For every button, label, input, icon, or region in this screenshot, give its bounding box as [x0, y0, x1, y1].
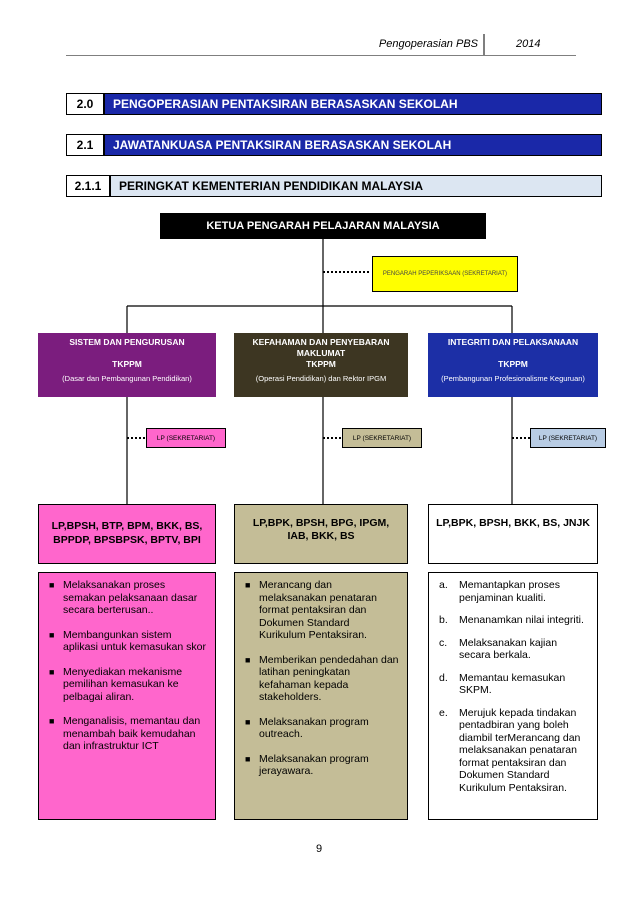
column-sub: TKPPM	[112, 359, 142, 369]
bullet-square-icon: ■	[49, 629, 55, 640]
header-rule	[66, 55, 576, 56]
list-item: d.Memantau kemasukan SKPM.	[439, 671, 566, 697]
header-separator	[483, 34, 485, 56]
bullet-square-icon: ■	[49, 716, 55, 726]
bullet-square-icon: ■	[49, 580, 55, 590]
list-item: ■Melaksanakan proses semakan pelaksanaan…	[49, 579, 198, 616]
list-item: b.Menanamkan nilai integriti.	[439, 614, 584, 626]
column-title: SISTEM DAN PENGURUSAN	[69, 337, 185, 347]
lp-secretariat-box: LP (SEKRETARIAT)	[530, 428, 606, 448]
column-title: KEFAHAMAN DAN PENYEBARAN MAKLUMAT	[252, 337, 390, 358]
column-title: INTEGRITI DAN PELAKSANAAN	[447, 337, 579, 347]
bullet-square-icon: ■	[49, 666, 55, 677]
column-note: (Pembangunan Profesionalisme Keguruan)	[441, 374, 585, 383]
lp-secretariat-box: LP (SEKRETARIAT)	[146, 428, 226, 448]
list-item: ■Menyediakan mekanisme pemilihan kemasuk…	[49, 665, 183, 703]
bullet-square-icon: ■	[245, 716, 251, 727]
section-2-1: 2.1 JAWATANKUASA PENTAKSIRAN BERASASKAN …	[66, 134, 602, 156]
bullet-square-icon: ■	[245, 753, 251, 764]
column-head-understanding: KEFAHAMAN DAN PENYEBARAN MAKLUMAT TKPPM …	[234, 333, 408, 397]
section-title: JAWATANKUASA PENTAKSIRAN BERASASKAN SEKO…	[104, 134, 602, 156]
header-title: Pengoperasian PBS	[378, 38, 478, 50]
lp-secretariat-box: LP (SEKRETARIAT)	[342, 428, 422, 448]
page-number: 9	[315, 843, 323, 855]
section-title: PENGOPERASIAN PENTAKSIRAN BERASASKAN SEK…	[104, 93, 602, 115]
bullet-square-icon: ■	[245, 654, 251, 665]
list-item: c.Melaksanakan kajian secara berkala.	[439, 636, 558, 662]
column-head-system: SISTEM DAN PENGURUSAN TKPPM (Dasar dan P…	[38, 333, 216, 397]
section-number: 2.0	[66, 93, 104, 115]
section-title: PERINGKAT KEMENTERIAN PENDIDIKAN MALAYSI…	[110, 175, 602, 197]
column-head-integrity: INTEGRITI DAN PELAKSANAAN TKPPM (Pembang…	[428, 333, 598, 397]
list-item: ■Merancang dan melaksanakan penataran fo…	[245, 579, 377, 641]
header-year: 2014	[516, 38, 541, 50]
functions-box-integrity: a.Memantapkan proses penjaminan kualiti.…	[428, 572, 598, 820]
section-number: 2.1	[66, 134, 104, 156]
section-2-0: 2.0 PENGOPERASIAN PENTAKSIRAN BERASASKAN…	[66, 93, 602, 115]
list-item: ■Membangunkan sistem aplikasi untuk kema…	[49, 628, 206, 654]
members-box-system: LP,BPSH, BTP, BPM, BKK, BS, BPPDP, BPSBP…	[38, 504, 216, 564]
director-general-box: KETUA PENGARAH PELAJARAN MALAYSIA	[160, 213, 486, 239]
section-number: 2.1.1	[66, 175, 110, 197]
section-2-1-1: 2.1.1 PERINGKAT KEMENTERIAN PENDIDIKAN M…	[66, 175, 602, 197]
column-sub: TKPPM	[306, 359, 336, 369]
bullet-square-icon: ■	[245, 580, 251, 590]
list-item: ■Menganalisis, memantau dan menambah bai…	[49, 715, 201, 752]
column-note: (Dasar dan Pembangunan Pendidikan)	[62, 374, 192, 383]
functions-box-system: ■Melaksanakan proses semakan pelaksanaan…	[38, 572, 216, 820]
exam-director-box: PENGARAH PEPERIKSAAN (SEKRETARIAT)	[372, 256, 518, 292]
list-item: e.Merujuk kepada tindakan pentadbiran ya…	[439, 706, 581, 794]
list-item: ■Melaksanakan program outreach.	[245, 715, 369, 741]
column-sub: TKPPM	[498, 359, 528, 369]
functions-box-understanding: ■Merancang dan melaksanakan penataran fo…	[234, 572, 408, 820]
column-note: (Operasi Pendidikan) dan Rektor IPGM	[255, 374, 387, 383]
list-item: ■Melaksanakan program jerayawara.	[245, 752, 369, 778]
members-box-understanding: LP,BPK, BPSH, BPG, IPGM, IAB, BKK, BS	[234, 504, 408, 564]
list-item: a.Memantapkan proses penjaminan kualiti.	[439, 579, 560, 604]
members-box-integrity: LP,BPK, BPSH, BKK, BS, JNJK	[428, 504, 598, 564]
list-item: ■Memberikan pendedahan dan latihan penin…	[245, 653, 399, 704]
